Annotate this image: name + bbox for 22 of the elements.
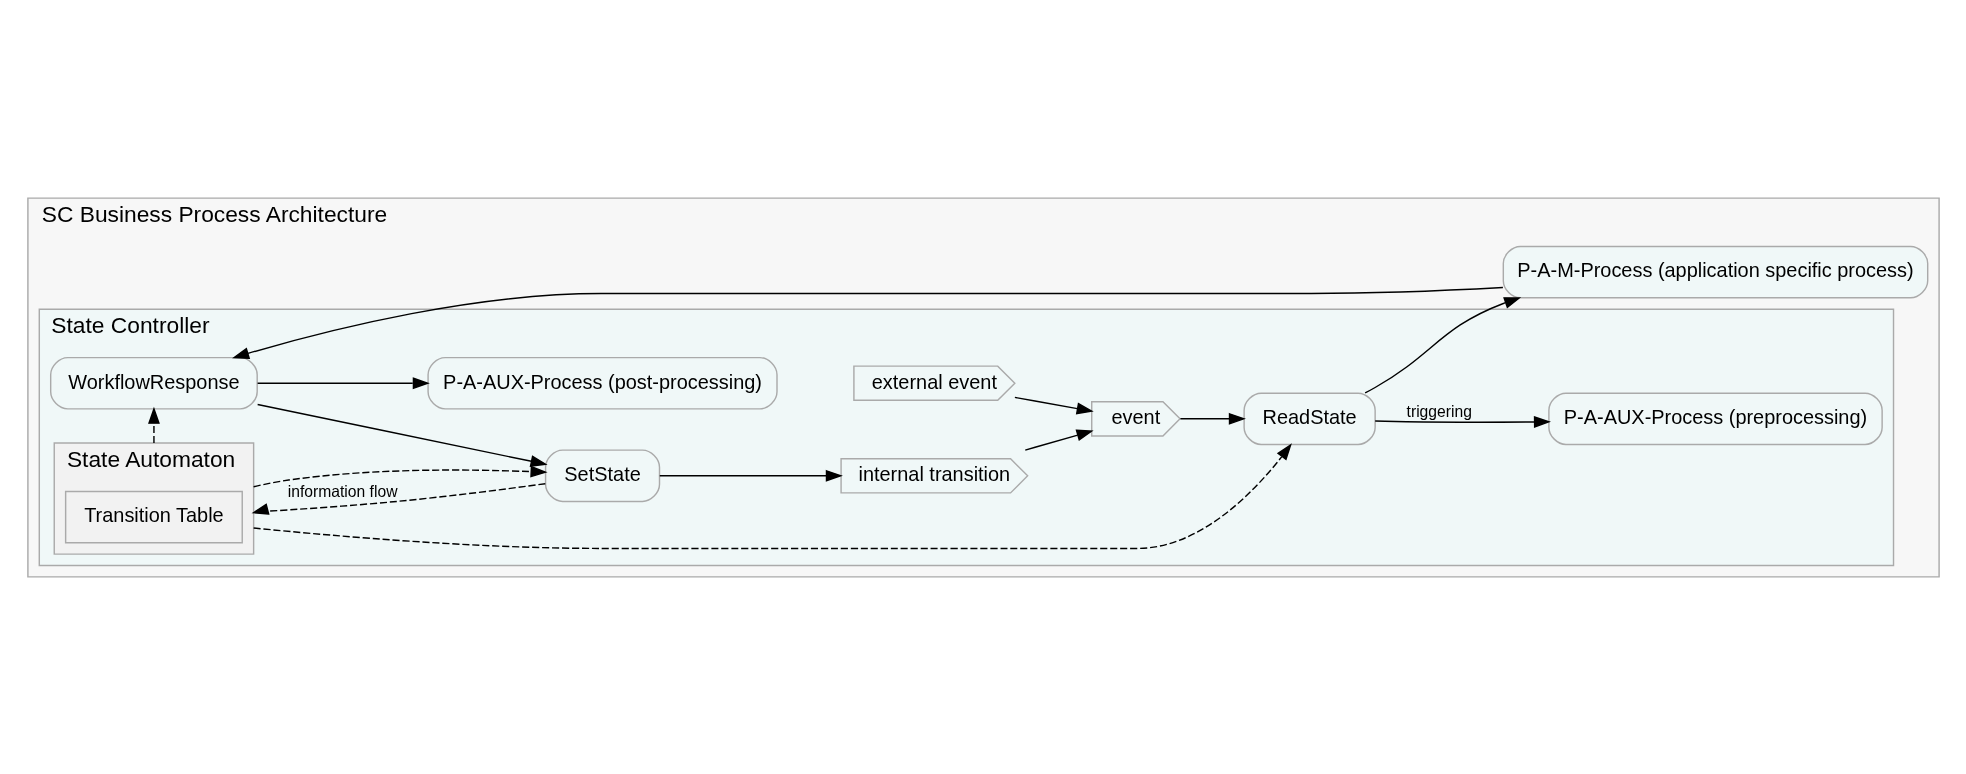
arrow [1013,396,1094,414]
arrow [1179,412,1246,425]
node-box: P-A-AUX-Process (preprocessing) [1547,392,1883,445]
node-box: P-A-AUX-Process (post-processing) [426,356,778,410]
node-box: Transition Table [64,490,243,543]
edge-label: information flow [287,482,397,500]
node-box: SetState [544,448,660,502]
arrow [147,406,160,444]
edge-label: triggering [1406,402,1472,420]
node-box: P-A-M-Process (application specific process) [1502,245,1928,298]
arrow [231,286,1504,359]
arrow [252,442,1292,549]
arrow [256,403,548,467]
arrow [251,482,546,515]
arrow [252,465,548,487]
arrow [1024,429,1094,451]
arrow [1374,415,1551,428]
arrow [658,469,843,482]
node-box: WorkflowResponse [49,356,258,410]
arrow [1363,296,1521,394]
arrow [256,376,430,389]
node-box: ReadState [1242,392,1376,445]
